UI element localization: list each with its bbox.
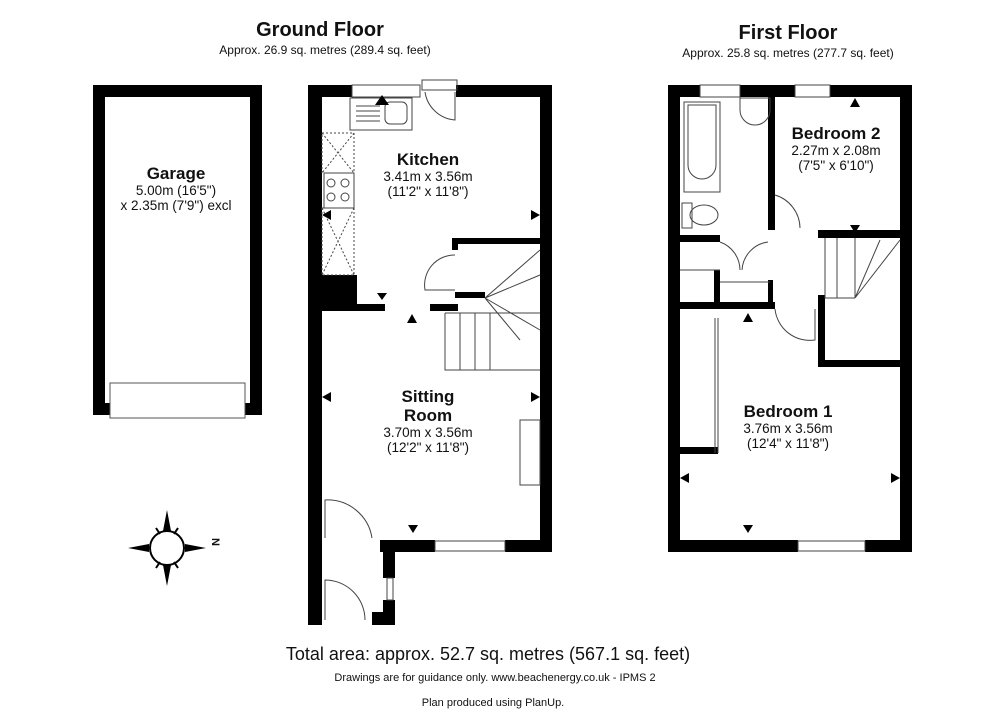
room-dim: (11'2" x 11'8") [387, 184, 469, 199]
bedroom2-label: Bedroom 2 2.27m x 2.08m (7'5" x 6'10") [791, 124, 880, 173]
room-dim: (7'5" x 6'10") [798, 158, 874, 173]
first-floor-area: Approx. 25.8 sq. metres (277.7 sq. feet) [682, 46, 894, 60]
credit: Plan produced using PlanUp. [421, 697, 565, 709]
ground-floor-fixtures [321, 79, 541, 621]
sitting-room-label: Sitting Room 3.70m x 3.56m (12'2" x 11'8… [383, 387, 472, 455]
room-dim: x 2.35m (7'9") excl [120, 198, 232, 213]
room-name: Room [403, 406, 453, 425]
room-dim: 3.41m x 3.56m [383, 169, 473, 184]
room-name: Garage [146, 164, 206, 183]
total-area: Total area: approx. 52.7 sq. metres (567… [285, 644, 691, 664]
disclaimer: Drawings are for guidance only. www.beac… [334, 672, 656, 684]
room-dim: 2.27m x 2.08m [791, 143, 881, 158]
room-dim: (12'2" x 11'8") [386, 440, 470, 455]
ground-floor-title: Ground Floor [256, 19, 384, 41]
kitchen-label: Kitchen 3.41m x 3.56m (11'2" x 11'8") [383, 150, 472, 199]
first-floor-fixtures [680, 84, 901, 552]
ground-floor-walls [308, 85, 552, 625]
garage-door [109, 382, 246, 419]
room-dim: 5.00m (16'5") [135, 183, 217, 198]
garage-walls [93, 85, 262, 415]
ground-floor-area: Approx. 26.9 sq. metres (289.4 sq. feet) [219, 43, 431, 57]
garage-label: Garage 5.00m (16'5") x 2.35m (7'9") excl [121, 164, 232, 213]
first-floor-walls [668, 85, 912, 552]
first-floor-title: First Floor [738, 22, 838, 44]
room-dim: (12'4" x 11'8") [746, 436, 830, 451]
room-dim: 3.70m x 3.56m [383, 425, 473, 440]
room-name: Kitchen [396, 150, 460, 169]
compass-north-label: N [208, 538, 221, 546]
room-name: Bedroom 1 [743, 402, 833, 421]
dimension-arrows [322, 95, 900, 533]
room-dim: 3.76m x 3.56m [743, 421, 833, 436]
compass-icon [128, 510, 206, 586]
room-name: Bedroom 2 [791, 124, 881, 143]
bedroom1-label: Bedroom 1 3.76m x 3.56m (12'4" x 11'8") [743, 402, 832, 451]
room-name: Sitting [401, 387, 455, 406]
